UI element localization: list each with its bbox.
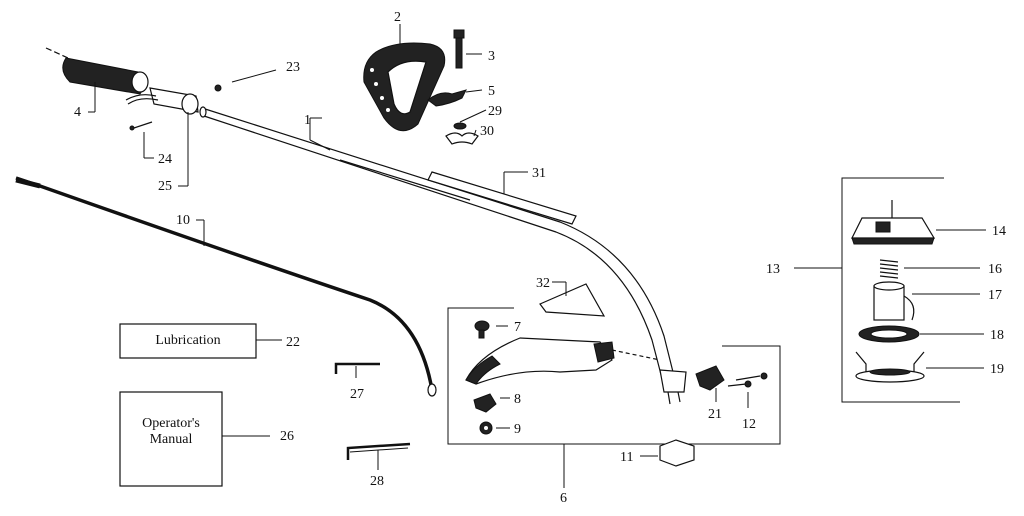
callout-32: 32 xyxy=(536,276,550,291)
part-18-spool-ring xyxy=(858,325,920,343)
lubrication-box: Lubrication xyxy=(119,323,257,359)
part-21-bracket xyxy=(695,365,725,391)
part-14-head-cap xyxy=(851,200,936,245)
callout-7: 7 xyxy=(514,320,521,335)
part-5-clamp xyxy=(427,89,467,107)
callout-16: 16 xyxy=(988,262,1002,277)
part-3-bolt xyxy=(453,29,465,69)
lubrication-label: Lubrication xyxy=(155,333,220,348)
part-29-washer xyxy=(453,122,467,130)
part-28-hex-key xyxy=(346,442,411,460)
callout-14: 14 xyxy=(992,224,1006,239)
part-17-spool-hub xyxy=(873,281,915,321)
part-10-flex-cable xyxy=(15,176,437,397)
part-31-strip xyxy=(427,171,577,225)
callout-10: 10 xyxy=(176,213,190,228)
part-19-housing xyxy=(855,351,925,383)
callout-31: 31 xyxy=(532,166,546,181)
callout-11: 11 xyxy=(620,450,633,465)
callout-1: 1 xyxy=(304,113,311,128)
part-1-shaft-tube xyxy=(199,106,687,405)
part-7-screw xyxy=(474,320,490,339)
callout-5: 5 xyxy=(488,84,495,99)
callout-2: 2 xyxy=(394,10,401,25)
part-24-screw xyxy=(129,121,153,131)
part-16-spring xyxy=(879,259,899,279)
callout-26: 26 xyxy=(280,429,294,444)
part-30-wing-nut xyxy=(445,132,479,145)
callout-24: 24 xyxy=(158,152,172,167)
callout-30: 30 xyxy=(480,124,494,139)
callout-23: 23 xyxy=(286,60,300,75)
callout-4: 4 xyxy=(74,105,81,120)
part-guard-shield xyxy=(465,337,661,385)
callout-27: 27 xyxy=(350,387,364,402)
part-9-nut xyxy=(479,421,493,435)
part-27-hex-key xyxy=(334,362,380,374)
callout-3: 3 xyxy=(488,49,495,64)
callout-8: 8 xyxy=(514,392,521,407)
callout-28: 28 xyxy=(370,474,384,489)
part-32-decal xyxy=(539,283,606,317)
part-11-hex-nut xyxy=(659,439,695,467)
callout-13: 13 xyxy=(766,262,780,277)
part-23-screw xyxy=(214,84,222,92)
callout-19: 19 xyxy=(990,362,1004,377)
callout-21: 21 xyxy=(708,407,722,422)
callout-29: 29 xyxy=(488,104,502,119)
callout-9: 9 xyxy=(514,422,521,437)
callout-18: 18 xyxy=(990,328,1004,343)
callout-17: 17 xyxy=(988,288,1002,303)
callout-25: 25 xyxy=(158,179,172,194)
part-2-front-handle xyxy=(363,42,446,132)
part-25-throttle xyxy=(125,87,199,115)
part-6-group-box xyxy=(447,307,781,445)
callout-22: 22 xyxy=(286,335,300,350)
part-12-screws xyxy=(727,372,768,388)
callout-6: 6 xyxy=(560,491,567,506)
operators-manual-box: Operator's Manual xyxy=(119,391,223,487)
manual-label-line2: Manual xyxy=(150,432,193,447)
callout-12: 12 xyxy=(742,417,756,432)
part-8-clip xyxy=(473,393,497,413)
part-4-grip xyxy=(45,47,149,95)
manual-label-line1: Operator's xyxy=(142,416,200,431)
part-13-group-box xyxy=(841,177,960,403)
